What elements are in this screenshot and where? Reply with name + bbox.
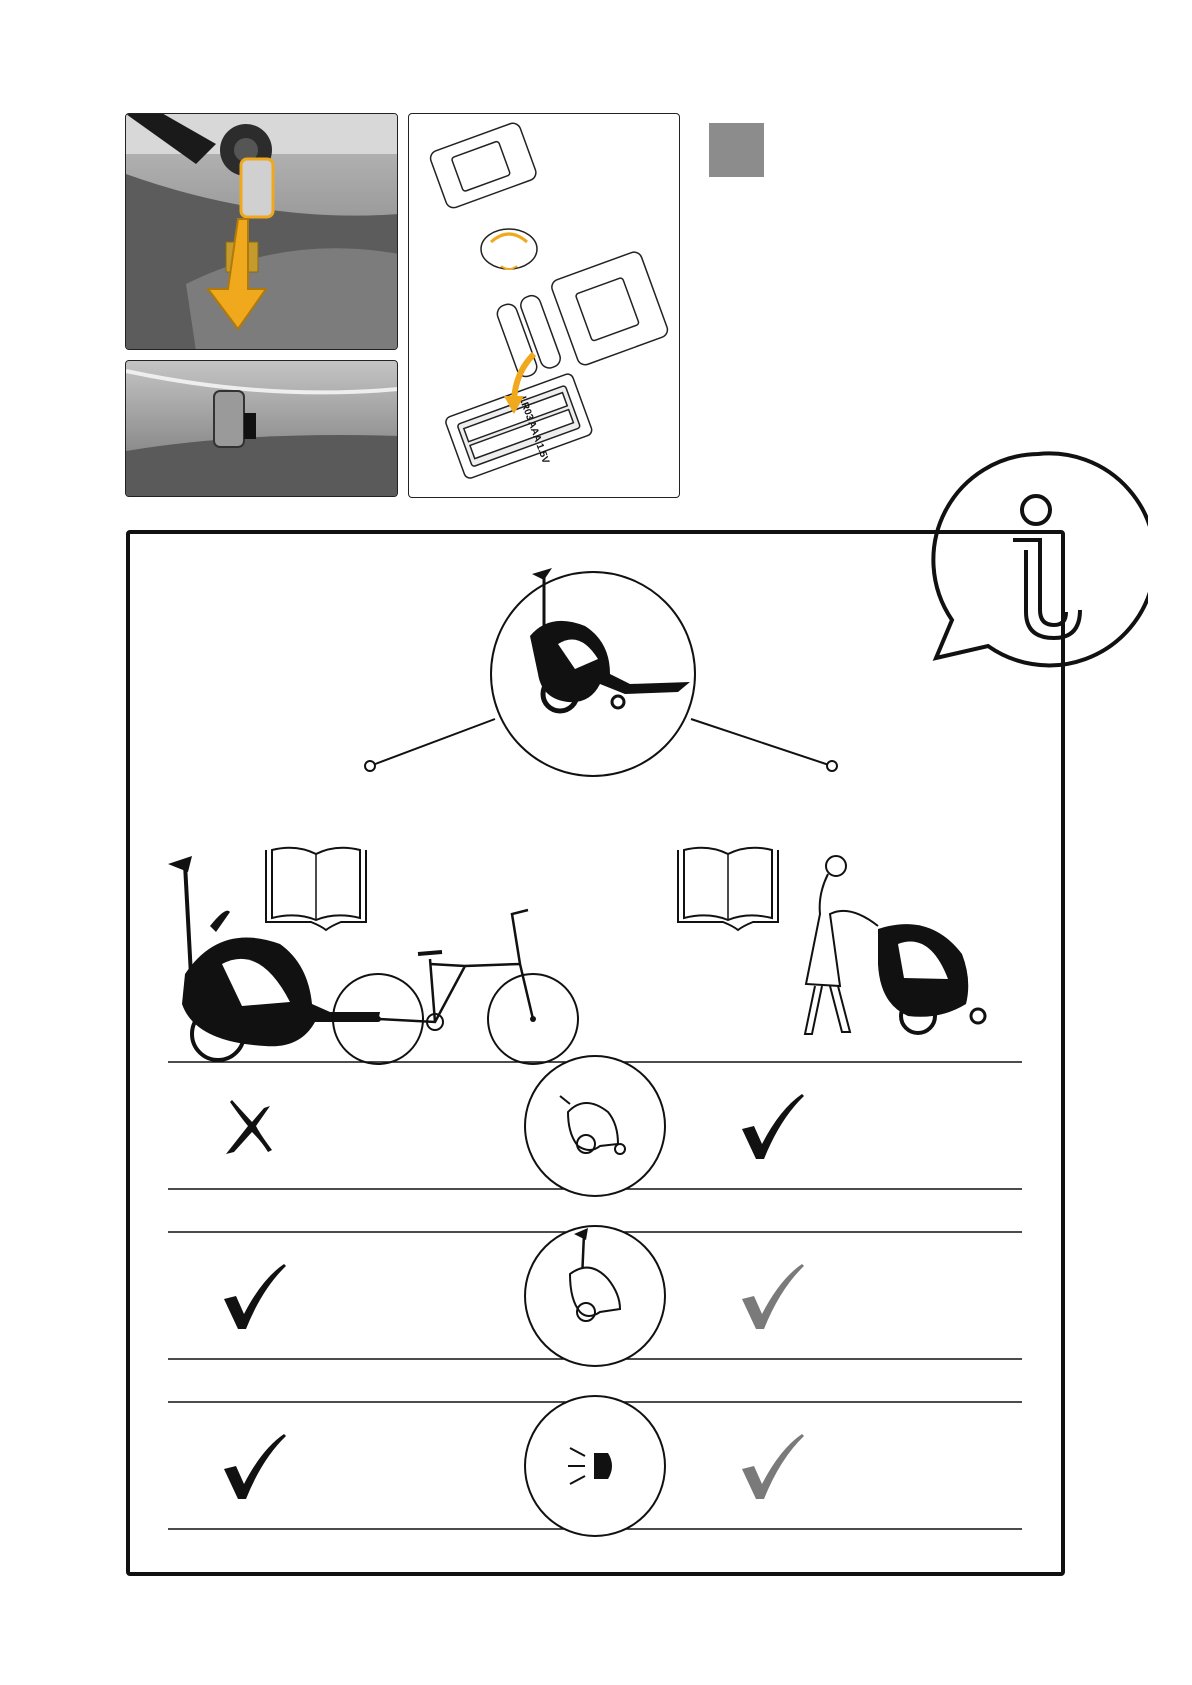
info-box bbox=[126, 530, 1065, 1576]
requirement-row-2 bbox=[168, 1226, 1022, 1366]
required-mark-stroller bbox=[742, 1094, 804, 1159]
required-mark-bicycle-3 bbox=[224, 1434, 286, 1499]
light-mounting-photo bbox=[125, 113, 398, 350]
woman-pushing-stroller bbox=[805, 856, 985, 1034]
required-mark-bicycle bbox=[224, 1264, 286, 1329]
requirement-row-1 bbox=[168, 1056, 1022, 1196]
light-mounted-photo bbox=[125, 360, 398, 497]
open-book-icon-left bbox=[266, 848, 366, 930]
battery-replacement-illustration: LR03 AAA 1.5V bbox=[408, 113, 680, 498]
optional-mark-stroller bbox=[742, 1264, 804, 1329]
trailer-circle-icon bbox=[365, 568, 837, 776]
requirement-row-3 bbox=[168, 1396, 1022, 1536]
not-required-mark-bicycle bbox=[226, 1100, 272, 1154]
optional-mark-stroller-3 bbox=[742, 1434, 804, 1499]
step-marker bbox=[709, 123, 764, 177]
trailer-with-bicycle bbox=[168, 856, 578, 1064]
open-book-icon-right bbox=[678, 848, 778, 930]
